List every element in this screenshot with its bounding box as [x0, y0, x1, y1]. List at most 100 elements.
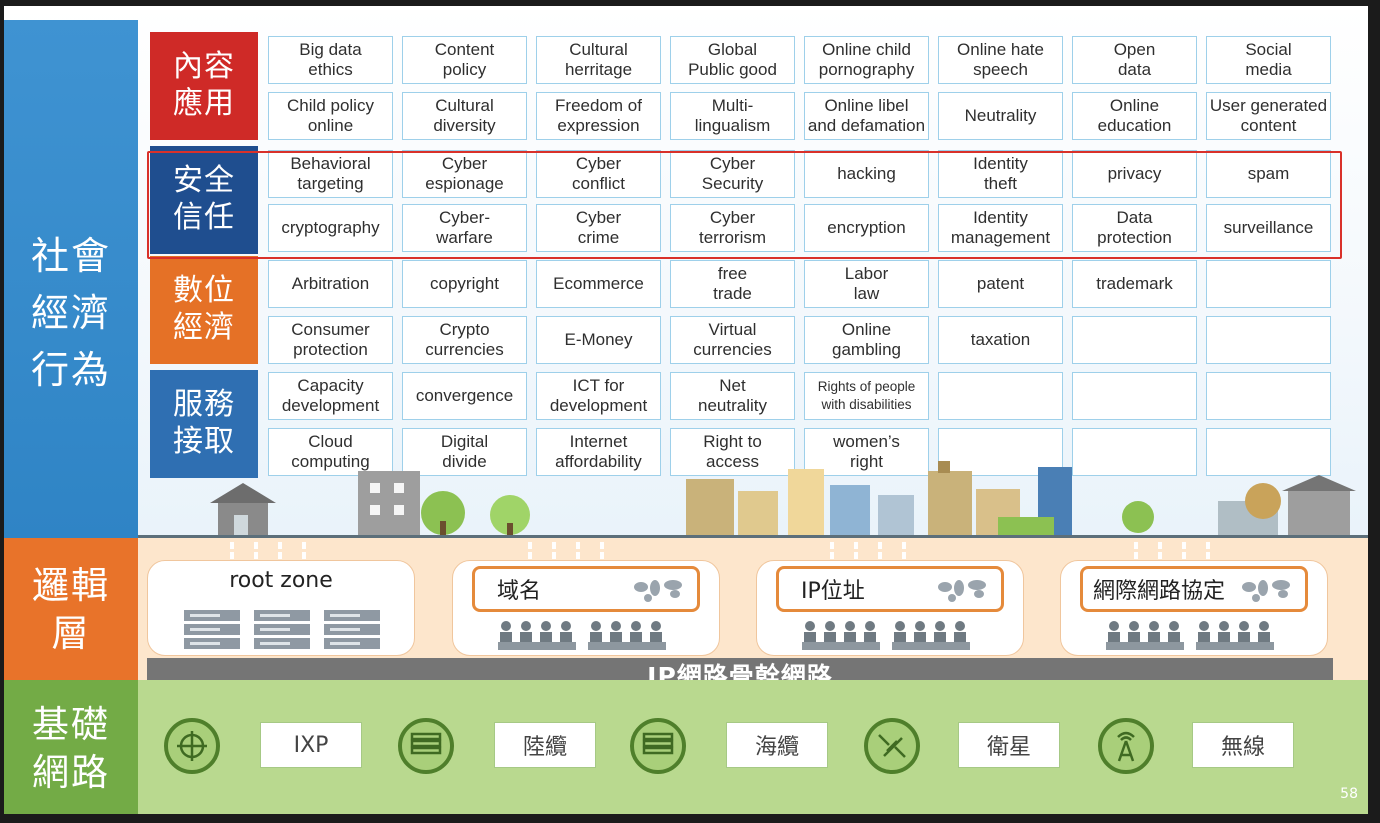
- issue-cell: Big data ethics: [268, 36, 393, 84]
- issue-cell: [1072, 428, 1197, 476]
- issue-cell: Online hate speech: [938, 36, 1063, 84]
- connector-dash: [278, 542, 282, 549]
- issue-cell: Virtual currencies: [670, 316, 795, 364]
- issue-cell: cryptography: [268, 204, 393, 252]
- people-meeting-icon: [1106, 621, 1274, 650]
- root-zone-label: root zone: [229, 568, 333, 593]
- issue-cell: Crypto currencies: [402, 316, 527, 364]
- people-meeting-icon: [802, 621, 970, 650]
- ixp-node-icon: [164, 718, 220, 774]
- issue-cell: [1072, 316, 1197, 364]
- connector-dash: [600, 542, 604, 549]
- issue-cell: Identity management: [938, 204, 1063, 252]
- issue-cell: [1206, 372, 1331, 420]
- world-map-icon: [1242, 580, 1290, 602]
- issue-cell: Digital divide: [402, 428, 527, 476]
- logic-tag-label: IP位址: [801, 579, 865, 604]
- wireless-tower-icon: [1098, 718, 1154, 774]
- infra-label: 陸纜: [494, 722, 596, 768]
- infra-label: 無線: [1192, 722, 1294, 768]
- connector-dash: [1182, 542, 1186, 549]
- issue-cell: Labor law: [804, 260, 929, 308]
- social-economic-behavior-label: 社會 經濟 行為: [30, 234, 111, 392]
- infrastructure-label: 基礎 網路: [32, 703, 110, 795]
- issue-cell: Ecommerce: [536, 260, 661, 308]
- issue-cell: Neutrality: [938, 92, 1063, 140]
- connector-dash: [254, 542, 258, 549]
- issue-cell: Freedom of expression: [536, 92, 661, 140]
- issue-cell: User generated content: [1206, 92, 1331, 140]
- issue-cell: Internet affordability: [536, 428, 661, 476]
- issue-cell: Cyber terrorism: [670, 204, 795, 252]
- issue-cell: Consumer protection: [268, 316, 393, 364]
- category-block-1: 內容 應用: [150, 32, 258, 140]
- issue-cell: Online gambling: [804, 316, 929, 364]
- connector-dash: [854, 552, 858, 559]
- connector-dash: [230, 552, 234, 559]
- issue-cell: Child policy online: [268, 92, 393, 140]
- logic-tag: 網際網路協定: [1080, 566, 1308, 612]
- issue-cell: trademark: [1072, 260, 1197, 308]
- issue-cell: women’s right: [804, 428, 929, 476]
- connector-dash: [1206, 542, 1210, 549]
- issue-cell: hacking: [804, 150, 929, 198]
- server-rack-icon: [184, 610, 380, 649]
- connector-dash: [1134, 542, 1138, 549]
- connector-dash: [576, 542, 580, 549]
- connector-dash: [254, 552, 258, 559]
- security-trust-highlight: [147, 151, 1342, 259]
- issue-cell: Cyber- warfare: [402, 204, 527, 252]
- issue-cell: E-Money: [536, 316, 661, 364]
- issue-cell: Cyber crime: [536, 204, 661, 252]
- issue-cell: Content policy: [402, 36, 527, 84]
- issue-cell: privacy: [1072, 150, 1197, 198]
- issue-cell: copyright: [402, 260, 527, 308]
- issue-cell: ICT for development: [536, 372, 661, 420]
- connector-dash: [1182, 552, 1186, 559]
- connector-dash: [278, 552, 282, 559]
- issue-cell: [938, 372, 1063, 420]
- social-economic-behavior-band: [4, 20, 138, 538]
- issue-cell: Arbitration: [268, 260, 393, 308]
- connector-dash: [854, 542, 858, 549]
- issue-cell: Online libel and defamation: [804, 92, 929, 140]
- issue-cell: Cloud computing: [268, 428, 393, 476]
- connector-dash: [878, 542, 882, 549]
- city-skyline-illustration: [138, 461, 1368, 541]
- issue-cell: [1206, 260, 1331, 308]
- logic-tag: IP位址: [776, 566, 1004, 612]
- issue-cell: spam: [1206, 150, 1331, 198]
- connector-dash: [600, 552, 604, 559]
- infra-label: 海纜: [726, 722, 828, 768]
- logic-layer-band: [4, 538, 138, 680]
- issue-cell: Social media: [1206, 36, 1331, 84]
- issue-cell: Cyber espionage: [402, 150, 527, 198]
- connector-dash: [1206, 552, 1210, 559]
- issue-cell: Cultural diversity: [402, 92, 527, 140]
- issue-cell: encryption: [804, 204, 929, 252]
- connector-dash: [878, 552, 882, 559]
- page-number: 58: [1340, 786, 1358, 802]
- land-cable-icon: [398, 718, 454, 774]
- issue-cell: Data protection: [1072, 204, 1197, 252]
- connector-dash: [528, 542, 532, 549]
- connector-dash: [902, 552, 906, 559]
- issue-cell: Identity theft: [938, 150, 1063, 198]
- submarine-cable-icon: [630, 718, 686, 774]
- issue-cell: Right to access: [670, 428, 795, 476]
- connector-dash: [902, 542, 906, 549]
- connector-dash: [302, 552, 306, 559]
- issue-cell: [1206, 316, 1331, 364]
- connector-dash: [1158, 552, 1162, 559]
- world-map-icon: [634, 580, 682, 602]
- connector-dash: [552, 552, 556, 559]
- issue-cell: taxation: [938, 316, 1063, 364]
- connector-dash: [552, 542, 556, 549]
- logic-tag: 域名: [472, 566, 700, 612]
- issue-cell: Cultural herritage: [536, 36, 661, 84]
- issue-cell: Behavioral targeting: [268, 150, 393, 198]
- connector-dash: [1158, 542, 1162, 549]
- connector-dash: [830, 552, 834, 559]
- logic-tag-label: 域名: [497, 579, 542, 604]
- issue-cell: Rights of people with disabilities: [804, 372, 929, 420]
